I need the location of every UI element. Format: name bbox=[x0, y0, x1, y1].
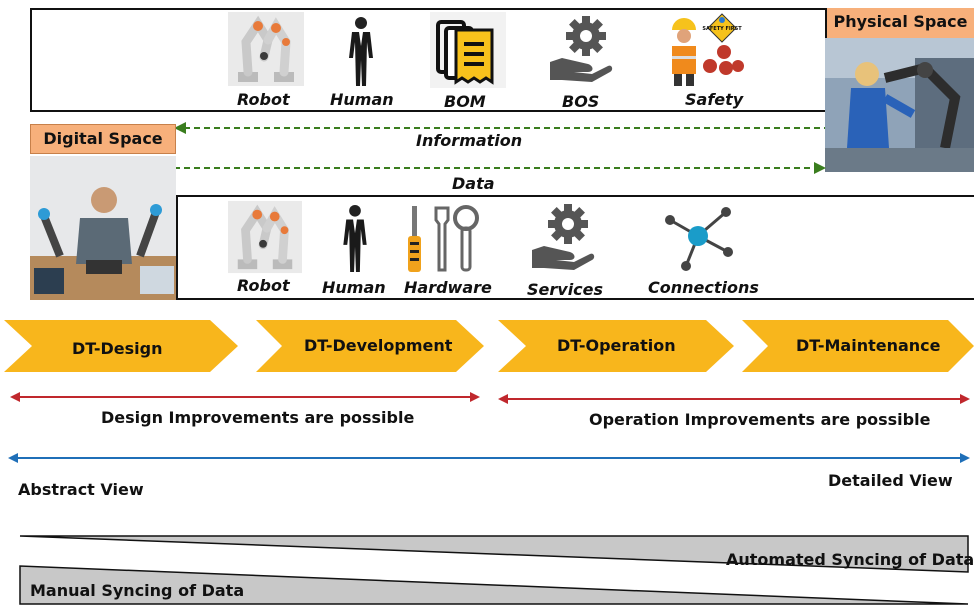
operation-improvements-text: Operation Improvements are possible bbox=[589, 410, 931, 429]
human-icon bbox=[343, 204, 367, 273]
design-improvements-text: Design Improvements are possible bbox=[101, 408, 415, 427]
digital-item-robot: Robot bbox=[237, 276, 290, 295]
phase-operation-shape bbox=[498, 320, 734, 372]
digital-space-photo bbox=[30, 156, 176, 300]
information-label: Information bbox=[416, 131, 523, 150]
abstract-view-label: Abstract View bbox=[18, 480, 144, 499]
digital-item-services: Services bbox=[527, 280, 604, 299]
automated-syncing-shape bbox=[19, 535, 969, 573]
robot-icon bbox=[228, 200, 302, 274]
phase-development-shape bbox=[256, 320, 484, 372]
data-label: Data bbox=[452, 174, 495, 193]
physical-space-label: Physical Space bbox=[827, 8, 974, 38]
physical-item-bom: BOM bbox=[444, 92, 486, 111]
phase-design-label: DT-Design bbox=[72, 339, 163, 358]
phase-operation-label: DT-Operation bbox=[557, 336, 676, 355]
safety-first-badge: SAFETY FIRST bbox=[702, 26, 742, 32]
phase-design-shape bbox=[4, 320, 238, 372]
phase-maintenance-shape bbox=[742, 320, 974, 372]
digital-item-hardware: Hardware bbox=[404, 278, 492, 297]
physical-item-bos: BOS bbox=[562, 92, 600, 111]
physical-item-safety: Safety bbox=[685, 90, 744, 109]
phase-development-label: DT-Development bbox=[304, 336, 453, 355]
physical-item-human: Human bbox=[330, 90, 394, 109]
gear-hand-icon bbox=[550, 16, 613, 82]
phase-maintenance-label: DT-Maintenance bbox=[796, 336, 941, 355]
digital-item-human: Human bbox=[322, 278, 386, 297]
network-connections-icon bbox=[665, 207, 733, 271]
digital-space-label: Digital Space bbox=[30, 124, 176, 154]
human-icon bbox=[349, 17, 373, 86]
view-scale-arrow bbox=[8, 453, 970, 463]
tools-icon bbox=[408, 205, 479, 272]
information-arrow bbox=[174, 122, 825, 134]
syncing-triangles bbox=[19, 535, 969, 605]
gear-hand-icon bbox=[532, 204, 595, 270]
physical-item-robot: Robot bbox=[237, 90, 290, 109]
detailed-view-label: Detailed View bbox=[828, 471, 953, 490]
data-arrow bbox=[174, 162, 826, 174]
phase-chevrons bbox=[4, 320, 974, 372]
operation-improvement-arrow bbox=[498, 394, 970, 404]
bom-document-icon bbox=[430, 12, 506, 88]
design-improvement-arrow bbox=[10, 392, 480, 402]
safety-worker-icon: SAFETY FIRST bbox=[672, 13, 744, 86]
manual-syncing-shape bbox=[19, 565, 969, 605]
automated-syncing-label: Automated Syncing of Data bbox=[726, 550, 974, 569]
physical-space-photo bbox=[825, 38, 974, 172]
manual-syncing-label: Manual Syncing of Data bbox=[30, 581, 245, 600]
digital-item-connections: Connections bbox=[648, 278, 759, 297]
robot-icon bbox=[228, 12, 304, 86]
